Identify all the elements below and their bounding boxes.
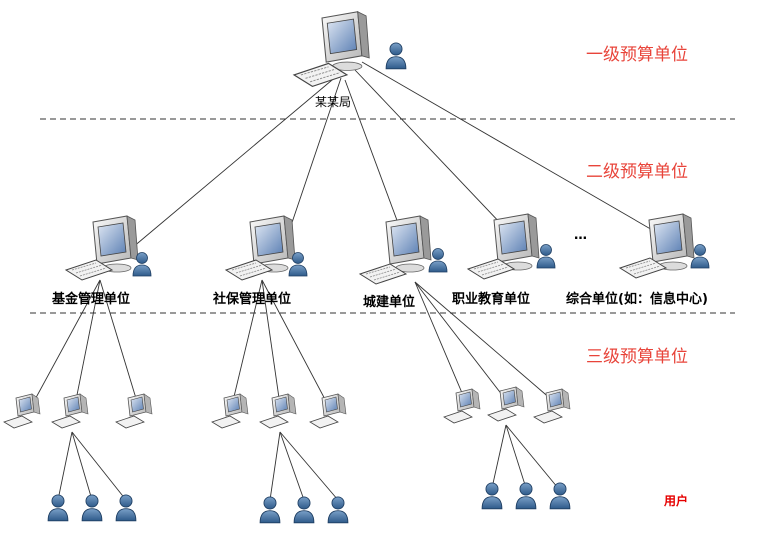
level3-label: 三级预算单位	[586, 347, 688, 367]
level2-unit-label: 基金管理单位	[52, 292, 131, 307]
level3-computer-icon	[211, 393, 249, 429]
level2-computer-icon	[359, 215, 448, 285]
level1-label: 一级预算单位	[586, 45, 688, 65]
level2-computer-icon	[225, 215, 308, 281]
level3-computer-icon	[51, 393, 89, 429]
user-connections	[57, 424, 559, 501]
root-unit-label: 某某局	[315, 95, 352, 109]
level2-label: 二级预算单位	[586, 162, 688, 182]
level2-connections	[31, 279, 553, 406]
user-icon	[327, 496, 349, 524]
level2-unit-label: 社保管理单位	[213, 292, 292, 307]
ellipsis: …	[574, 228, 588, 243]
level3-computer-icon	[443, 388, 481, 424]
user-icon	[515, 482, 537, 510]
level2-computer-icon	[619, 213, 710, 279]
user-icons	[47, 482, 571, 524]
level3-computers	[3, 386, 571, 429]
level2-unit-label: 城建单位	[363, 295, 416, 310]
user-icon	[81, 494, 103, 522]
level2-unit-label: 职业教育单位	[452, 292, 531, 307]
level3-computer-icon	[487, 386, 525, 422]
level3-computer-icon	[3, 393, 41, 429]
user-icon	[293, 496, 315, 524]
root-computer-icon	[293, 11, 407, 87]
user-icon	[481, 482, 503, 510]
user-icon	[47, 494, 69, 522]
user-icon	[549, 482, 571, 510]
level2-computer-icon	[467, 213, 556, 280]
level3-computer-icon	[533, 388, 571, 424]
level3-computer-icon	[309, 393, 347, 429]
level2-computer-icon	[65, 215, 152, 281]
user-icon	[115, 494, 137, 522]
level2-unit-label: 综合单位(如：信息中心)	[566, 292, 708, 307]
level3-computer-icon	[259, 393, 297, 429]
user-icon	[259, 496, 281, 524]
level3-computer-icon	[115, 393, 153, 429]
users-label: 用户	[664, 494, 689, 508]
